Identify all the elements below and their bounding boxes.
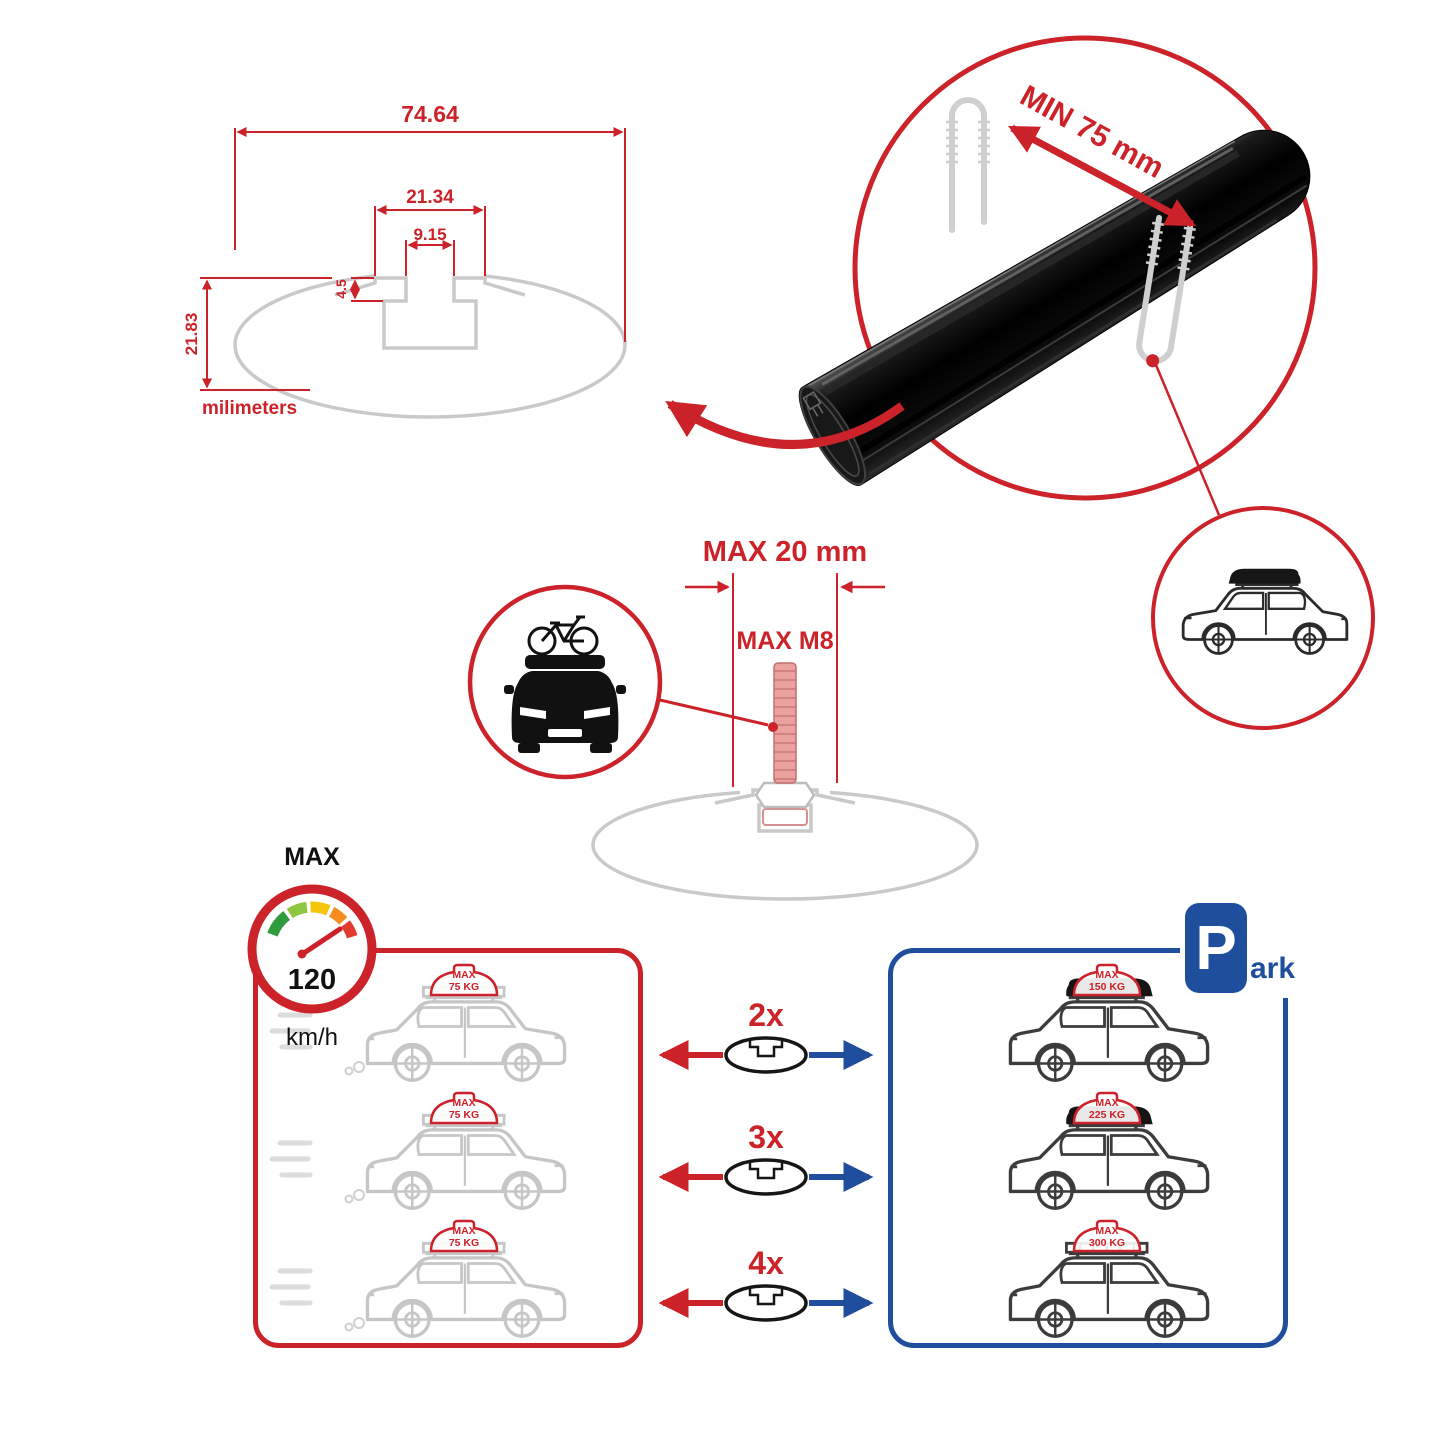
- min-clearance-arrow: [1008, 124, 1196, 228]
- black-crossbar: [798, 129, 1311, 486]
- t-slot-nut: [762, 808, 808, 826]
- capacity-row-right-1: MAX 150 KG: [1008, 963, 1210, 1082]
- badge-load: 225 KG: [1089, 1109, 1125, 1121]
- exhaust-puff: [344, 1066, 354, 1076]
- badge-max: MAX: [452, 1097, 475, 1109]
- gauge-arc-segments: [267, 901, 358, 939]
- bike-icon: [527, 615, 599, 656]
- capacity-row-left-3: MAX 75 KG: [269, 1219, 567, 1338]
- badge-load: 75 KG: [449, 981, 479, 993]
- badge-load: 150 KG: [1089, 981, 1125, 993]
- multiplier-row-4x: 4x: [658, 1248, 874, 1322]
- capacity-row-left-2: MAX 75 KG: [269, 1091, 567, 1210]
- bolt-leader-line: [659, 698, 769, 727]
- exhaust-puff: [353, 1061, 365, 1073]
- speed-unit: km/h: [286, 1024, 338, 1051]
- u-bolt-left-sketch: [946, 97, 990, 233]
- units-label: milimeters: [202, 398, 297, 419]
- speed-value: 120: [288, 964, 336, 996]
- load-badge: MAX 150 KG: [1072, 963, 1142, 997]
- car-silhouette: [1181, 568, 1349, 655]
- load-badge: MAX 225 KG: [1072, 1091, 1142, 1125]
- crossbar-section-with-bolt: [591, 783, 979, 901]
- bolt-point-dot: [768, 722, 778, 732]
- bike-car-circle: [467, 584, 663, 780]
- bolt-detail: MAX 20 mm MAX M8: [467, 536, 979, 901]
- dim-slot-width-label: 9.15: [413, 225, 446, 244]
- mounting-bolt: [754, 662, 816, 809]
- multiplier-label: 3x: [748, 1122, 784, 1155]
- blue-capacity-panel: MAX 150 KG MAX 225 KG MAX 300: [888, 948, 1288, 1348]
- multiplier-label: 2x: [748, 1000, 784, 1033]
- speed-gauge: MAX 120 km/h: [247, 845, 377, 1051]
- badge-max: MAX: [1095, 1097, 1118, 1109]
- park-sign-p: P: [1185, 903, 1247, 993]
- load-badge: MAX 75 KG: [429, 1091, 499, 1125]
- car-silhouette: [1008, 1241, 1210, 1338]
- bolt-length-label: MAX 20 mm: [703, 536, 867, 568]
- red-capacity-panel: MAX 75 KG MAX 75 KG: [253, 948, 643, 1348]
- zoom-circle: [852, 35, 1318, 501]
- crossbar-slot: [748, 1040, 784, 1058]
- exhaust-puff: [344, 1322, 354, 1332]
- crossbar-slot: [748, 1162, 784, 1180]
- dimension-lines: [200, 127, 626, 391]
- headlights: [520, 707, 610, 719]
- badge-max: MAX: [452, 1225, 475, 1237]
- multiplier-row-3x: 3x: [658, 1122, 874, 1196]
- roofbox-car-circle: [1151, 506, 1375, 730]
- badge-max: MAX: [452, 969, 475, 981]
- crossbar-closeup: MIN 75 mm: [665, 35, 1375, 730]
- gauge-needle-pivot: [297, 949, 307, 959]
- badge-load: 300 KG: [1089, 1237, 1125, 1249]
- car-front-icon: [504, 655, 626, 753]
- badge-load: 75 KG: [449, 1237, 479, 1249]
- car-silhouette: [365, 1241, 567, 1338]
- motion-lines: [269, 1268, 313, 1306]
- badge-max: MAX: [1095, 969, 1118, 981]
- capacity-row-left-1: MAX 75 KG: [269, 963, 567, 1082]
- motion-lines: [269, 1140, 313, 1178]
- capacity-row-right-3: MAX 300 KG: [1008, 1219, 1210, 1338]
- load-badge: MAX 75 KG: [429, 1219, 499, 1253]
- multiplier-label: 4x: [748, 1248, 784, 1281]
- clamp-point-dot: [1146, 354, 1160, 368]
- multiplier-row-2x: 2x: [658, 1000, 874, 1074]
- gauge-needle: [298, 926, 343, 958]
- park-sign: P ark: [1180, 888, 1302, 998]
- dim-total-height-label: 21.83: [182, 313, 201, 356]
- crossbar-slot: [748, 1288, 784, 1306]
- dimension-diagram: 74.64 21.34 9.15 4.5 21.83 milimeters: [182, 101, 627, 419]
- capacity-row-right-2: MAX 225 KG: [1008, 1091, 1210, 1210]
- load-badge: MAX 300 KG: [1072, 1219, 1142, 1253]
- exhaust-puff: [353, 1189, 365, 1201]
- roof-box: [1228, 568, 1301, 584]
- bolt-thread-label: MAX M8: [736, 627, 833, 655]
- dim-channel-width-label: 21.34: [406, 187, 454, 208]
- dim-total-width-label: 74.64: [401, 101, 459, 127]
- speed-max-label: MAX: [284, 845, 340, 871]
- car-silhouette: [365, 1113, 567, 1210]
- crossbar-cross-section-profile: [233, 258, 627, 419]
- exhaust-puff: [344, 1194, 354, 1204]
- dim-lip-depth-label: 4.5: [333, 279, 349, 299]
- zoom-pointer-arrow: [665, 400, 905, 449]
- motion-lines: [269, 1012, 313, 1050]
- car-circle-leader: [1154, 364, 1221, 516]
- park-sign-ark: ark: [1250, 952, 1296, 985]
- load-badge: MAX 75 KG: [429, 963, 499, 997]
- exhaust-puff: [353, 1317, 365, 1329]
- badge-max: MAX: [1095, 1225, 1118, 1237]
- car-silhouette: [365, 985, 567, 1082]
- badge-load: 75 KG: [449, 1109, 479, 1121]
